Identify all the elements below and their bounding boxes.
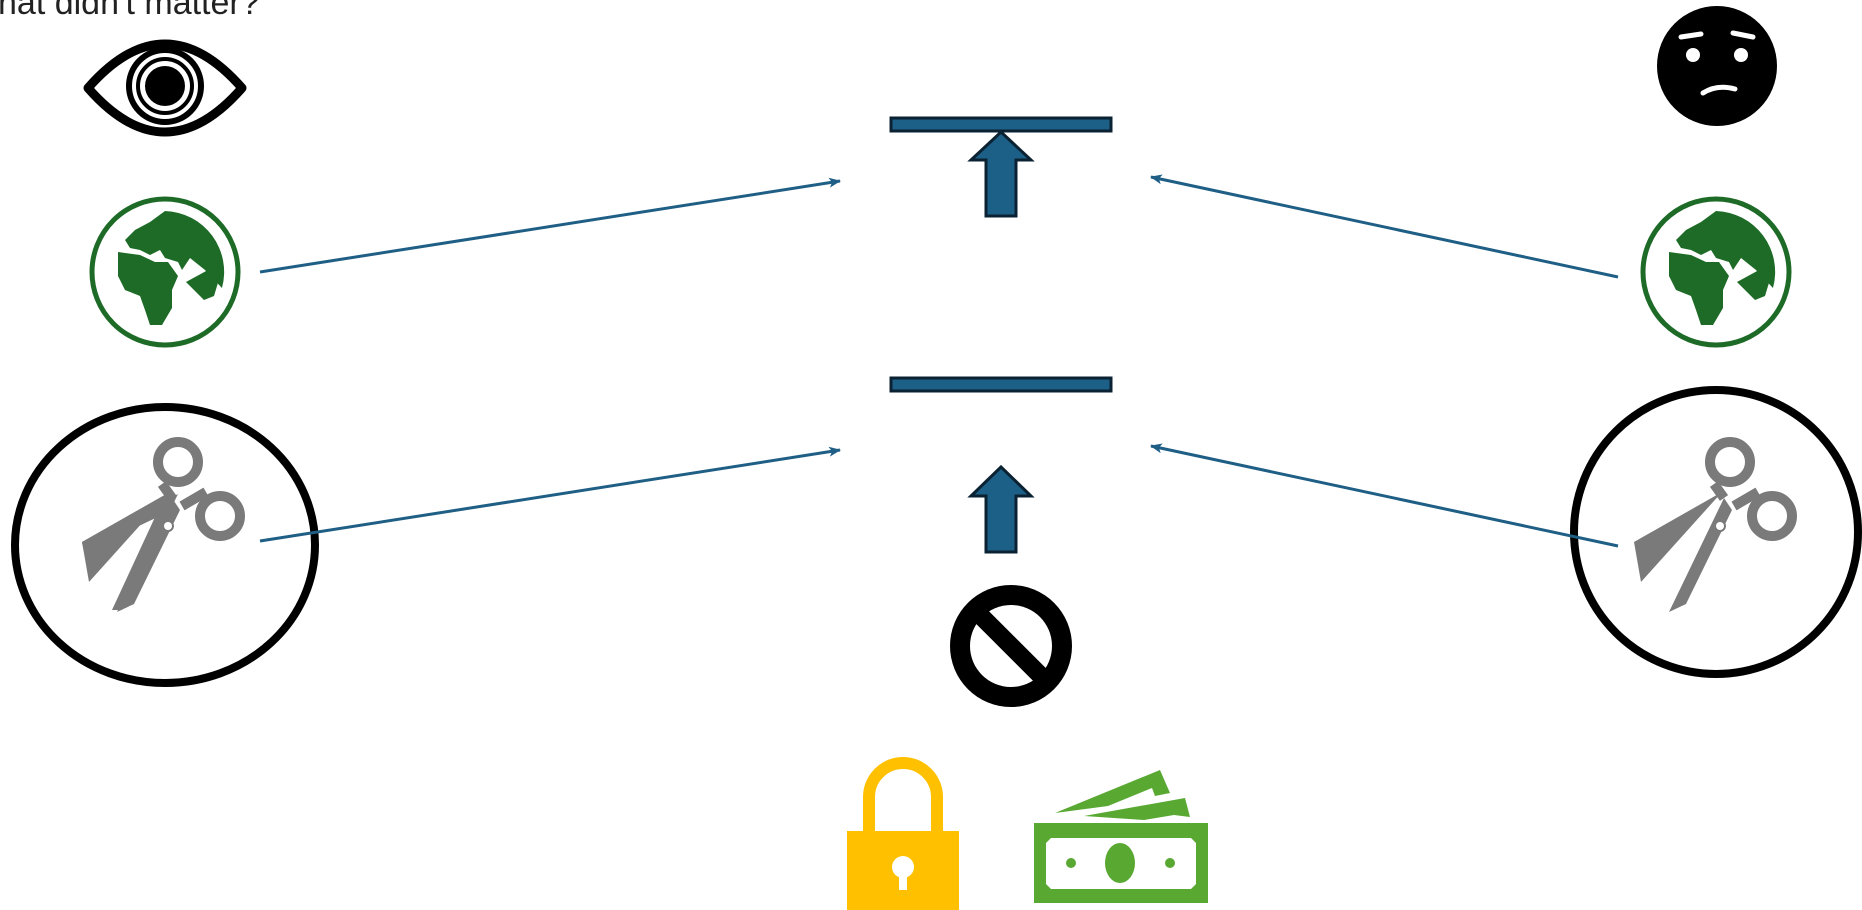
globe-icon	[1640, 196, 1792, 348]
connector-arrow	[259, 177, 841, 274]
left-scissors-ring	[11, 403, 319, 687]
barrier-bar	[889, 376, 1113, 393]
padlock-icon	[847, 757, 959, 910]
money-icon	[1034, 770, 1208, 903]
scissors-icon	[1634, 437, 1797, 612]
barrier-bar	[889, 116, 1113, 133]
prohibited-icon	[950, 585, 1072, 707]
eye-icon	[83, 39, 247, 137]
up-arrow	[967, 464, 1035, 554]
worried-face-icon	[1657, 6, 1777, 126]
connector-arrow	[1150, 174, 1619, 279]
up-arrow	[967, 129, 1035, 218]
connector-arrow	[1150, 443, 1619, 548]
scissors-icon	[82, 437, 245, 612]
slide-title-fragment: hat didn't matter?	[0, 0, 260, 22]
globe-icon	[89, 196, 241, 348]
right-scissors-ring	[1570, 386, 1862, 678]
connector-arrow	[259, 446, 841, 543]
